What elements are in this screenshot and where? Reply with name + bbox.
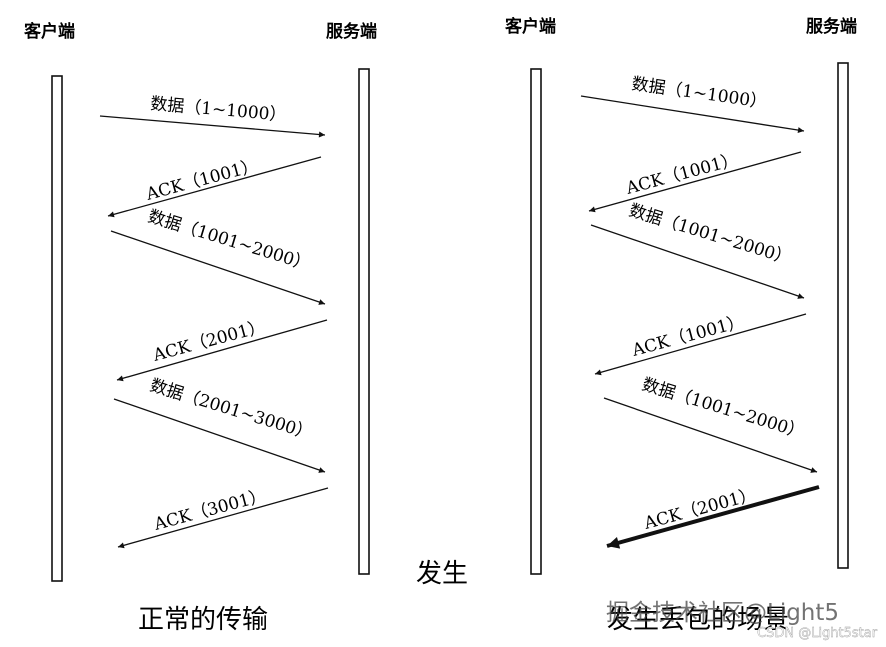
right-server-label: 服务端 (806, 16, 857, 37)
right-caption-partial: 发生 (416, 559, 468, 589)
right-msg-4-arrow (594, 313, 807, 376)
left-msg-2-label: ACK（1001） (143, 156, 260, 205)
left-msg-6-label: ACK（3001） (151, 486, 268, 535)
left-server-lifeline (358, 68, 370, 575)
right-msg-1-arrow (580, 95, 805, 134)
right-client-lifeline (530, 68, 542, 575)
right-client-label: 客户端 (504, 16, 556, 37)
right-msg-3-arrow (590, 224, 805, 299)
left-msg-3-label: 数据（1001~2000） (146, 207, 313, 275)
left-msg-5-arrow (113, 398, 326, 473)
right-msg-2-label: ACK（1001） (623, 150, 740, 199)
left-server-label: 服务端 (326, 21, 377, 42)
left-diagram: 客户端 服务端 数据（1~1000） ACK（1001） 数据（1001~200… (23, 21, 377, 635)
watermark-main: 掘金技术社区@Light5 (606, 600, 839, 626)
right-msg-2-arrow (588, 151, 802, 213)
left-msg-1-label: 数据（1~1000） (150, 94, 288, 126)
left-client-label: 客户端 (23, 21, 75, 42)
right-caption: 发生丢包的场景 (607, 605, 789, 635)
left-msg-1-arrow (99, 115, 326, 138)
right-server-lifeline (837, 62, 849, 569)
left-msg-6-arrow (117, 487, 329, 549)
watermark-sub: CSDN @Light5star (757, 626, 878, 641)
left-client-lifeline (51, 75, 63, 582)
right-msg-5-arrow (603, 397, 818, 473)
left-caption: 正常的传输 (138, 605, 268, 635)
right-msg-5-label: 数据（1001~2000） (640, 375, 807, 443)
left-msg-5-label: 数据（2001~3000） (148, 376, 315, 444)
left-msg-3-arrow (110, 230, 326, 305)
right-diagram: 客户端 服务端 数据（1~1000） ACK（1001） 数据（1001~200… (416, 16, 857, 635)
right-msg-6-arrow (606, 485, 820, 549)
left-msg-4-arrow (116, 319, 328, 382)
right-msg-3-label: 数据（1001~2000） (627, 201, 794, 269)
left-msg-2-arrow (107, 156, 322, 218)
